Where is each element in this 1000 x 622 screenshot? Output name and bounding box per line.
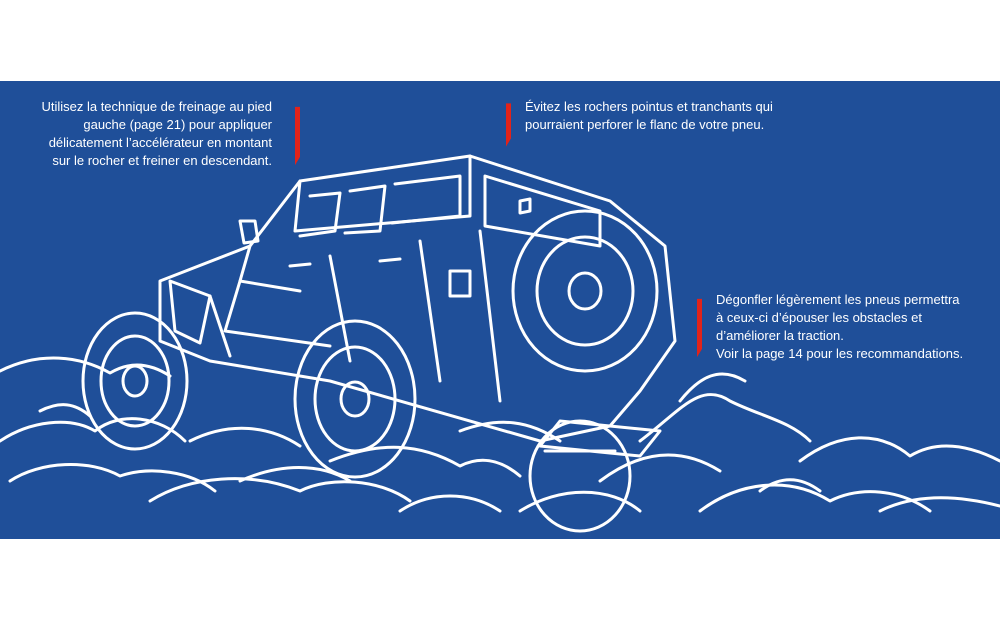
wheel-front-left — [81, 311, 189, 451]
callout-marker-left — [295, 106, 300, 166]
wheel-front-right — [293, 319, 417, 479]
wheel-rear — [528, 419, 632, 533]
sharp-rocks-tip-line-2: pourraient perforer le flanc de votre pn… — [525, 117, 765, 132]
callout-marker-top — [506, 103, 511, 147]
sharp-rocks-tip-line-1: Évitez les rochers pointus et tranchants… — [525, 99, 773, 114]
braking-tip-line-2: gauche (page 21) pour appliquer — [83, 117, 272, 132]
braking-tip-line-3: délicatement l’accélérateur en montant — [48, 135, 272, 150]
tire-pressure-tip-line-3: d’améliorer la traction. — [716, 328, 844, 343]
braking-tip-line-4: sur le rocher et freiner en descendant. — [52, 153, 272, 168]
callout-marker-right — [697, 298, 702, 358]
spare-wheel — [511, 209, 659, 373]
illustration-panel: Utilisez la technique de freinage au pie… — [0, 81, 1000, 539]
jeep-body-line-art — [158, 154, 677, 458]
braking-tip-line-1: Utilisez la technique de freinage au pie… — [41, 99, 272, 114]
jeep-on-rocks-illustration — [0, 154, 1000, 533]
tire-pressure-tip-line-1: Dégonfler légèrement les pneus permettra — [716, 292, 960, 307]
braking-tip-text: Utilisez la technique de freinage au pie… — [41, 98, 272, 170]
sharp-rocks-tip-text: Évitez les rochers pointus et tranchants… — [525, 98, 773, 134]
rocks-line-art — [0, 356, 1000, 513]
tire-pressure-tip-text: Dégonfler légèrement les pneus permettra… — [716, 291, 963, 363]
tire-pressure-tip-line-4: Voir la page 14 pour les recommandations… — [716, 346, 964, 361]
tire-pressure-tip-line-2: à ceux-ci d’épouser les obstacles et — [716, 310, 922, 325]
